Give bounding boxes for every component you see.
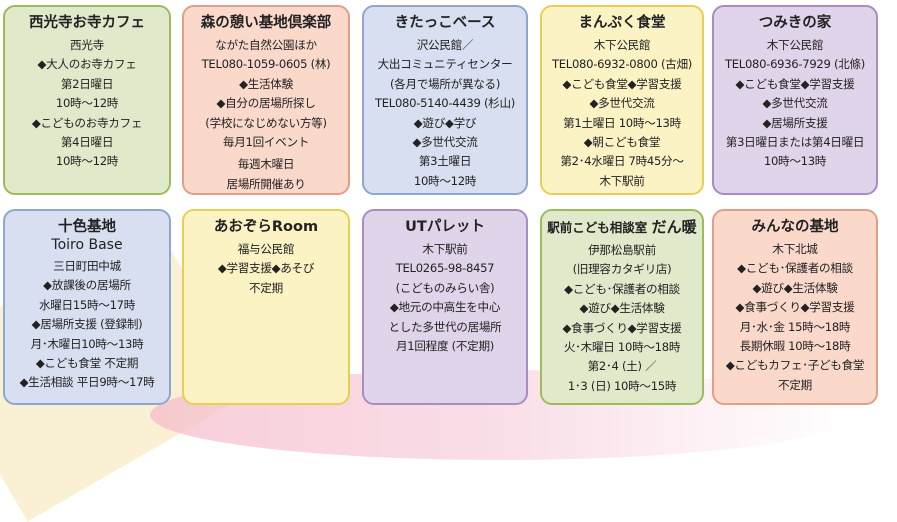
card-info-line: ◆こども食堂◆学習支援 bbox=[562, 76, 682, 91]
card-info-line: ◆学習支援◆あそび bbox=[217, 261, 315, 276]
card-info-line: 伊那松島駅前 bbox=[588, 243, 656, 257]
card-title: 森の憩い基地倶楽部 bbox=[200, 15, 332, 31]
facility-card: つみきの家木下公民館 TEL080-6936-7929 (北條) ◆こども食堂◆学習… bbox=[712, 5, 878, 195]
card-info-line: ◆多世代交流 bbox=[412, 135, 478, 150]
card-title: まんぷく食堂 bbox=[578, 15, 666, 31]
card-title: つみきの家 bbox=[758, 15, 832, 31]
card-info-line: ◆こども･保護者の相談 bbox=[564, 281, 680, 296]
card-info-line: TEL0265-98-8457 bbox=[395, 261, 495, 276]
card-info-line: ◆遊び◆生活体験 bbox=[579, 301, 665, 316]
card-info-line: ◆居場所支援 bbox=[762, 115, 828, 130]
card-info-line: ◆食事づくり◆学習支援 bbox=[562, 320, 682, 335]
card-info-line: 第3日曜日または第4日曜日 bbox=[725, 135, 865, 150]
card-info-line: 10時～12時 bbox=[55, 96, 119, 111]
card-info-line: 第4日曜日 bbox=[60, 135, 114, 150]
card-info-line: 10時～13時 bbox=[763, 154, 827, 169]
card-info-line: (こどものみらい舎) bbox=[395, 280, 495, 295]
card-title: あおぞらRoom bbox=[213, 219, 319, 235]
card-info-line: 月1回程度 (不定期) bbox=[396, 339, 494, 354]
card-info-line: 大出コミュニティセンター bbox=[377, 57, 513, 72]
card-info-line: 長期休暇 10時～18時 bbox=[739, 339, 851, 354]
card-info-line: 第3土曜日 bbox=[418, 154, 472, 169]
card-info-line: 第2･4 (土) ／ bbox=[587, 359, 657, 374]
card-info-line: ◆こどものお寺カフェ bbox=[31, 115, 143, 130]
card-info-line: とした多世代の居場所 bbox=[388, 319, 502, 334]
card-info-line: ◆生活相談 平日9時～17時 bbox=[19, 375, 155, 390]
facility-card: 十色基地 Toiro Base 三日町田中城 ◆放課後の居場所水曜日15時～17時 ◆居… bbox=[3, 209, 171, 405]
card-info-line: 第1土曜日 10時～13時 bbox=[563, 115, 681, 130]
card-info-line: 福与公民館 bbox=[237, 242, 295, 256]
card-info-line: ◆放課後の居場所 bbox=[43, 278, 131, 293]
card-info-line: ◆こども食堂◆学習支援 bbox=[735, 76, 855, 91]
card-info-line: ◆遊び◆学び bbox=[413, 115, 477, 130]
card-info-line: ◆食事づくり◆学習支援 bbox=[735, 300, 855, 315]
card-info-line: 10時～12時 bbox=[55, 154, 119, 169]
card-info-line: 沢公民館／ bbox=[416, 38, 474, 52]
card-info-line: 第2･4水曜日 7時45分～ bbox=[560, 154, 684, 169]
card-info-line: ◆地元の中高生を中心 bbox=[389, 300, 501, 315]
card-info-line: 月･木曜日10時～13時 bbox=[30, 336, 144, 351]
card-info-line: 毎週木曜日 bbox=[237, 157, 295, 172]
card-info-line: TEL080-6932-0800 (古畑) bbox=[552, 57, 692, 72]
facility-card: 森の憩い基地倶楽部ながた自然公園ほか TEL080-1059-0605 (林) ◆生… bbox=[182, 5, 350, 195]
facility-card: きたっこベース沢公民館／ 大出コミュニティセンター (各月で場所が異なる) TEL08… bbox=[362, 5, 528, 195]
card-info-line: 月･水･金 15時～18時 bbox=[739, 319, 851, 334]
card-info-line: 水曜日15時～17時 bbox=[38, 297, 136, 312]
card-info-line: ◆多世代交流 bbox=[762, 96, 828, 111]
card-info-line: 木下北城 bbox=[772, 242, 818, 256]
card-info-line: 居場所開催あり bbox=[226, 176, 306, 191]
card-title: 駅前こども相談室 だん暖 bbox=[542, 217, 702, 238]
card-info-line: (各月で場所が異なる) bbox=[389, 76, 501, 91]
card-info-line: 第2日曜日 bbox=[60, 76, 114, 91]
card-info-line: ◆大人のお寺カフェ bbox=[37, 57, 137, 72]
card-title-prefix: 駅前こども相談室 bbox=[547, 220, 648, 235]
card-info-line: ◆こどもカフェ･子ども食堂 bbox=[725, 358, 865, 373]
card-info-line: ◆朝こども食堂 bbox=[583, 135, 661, 150]
card-info-line: ◆こども･保護者の相談 bbox=[737, 261, 853, 276]
card-subtitle: Toiro Base bbox=[51, 237, 123, 253]
card-info-line: 西光寺 bbox=[70, 38, 104, 52]
card-info-line: ◆こども食堂 不定期 bbox=[35, 356, 139, 371]
card-title: 西光寺お寺カフェ bbox=[29, 15, 145, 31]
card-info-line: 木下駅前 bbox=[599, 173, 645, 188]
card-info-line: 木下公民館 bbox=[593, 38, 651, 52]
card-info-line: ながた自然公園ほか bbox=[215, 38, 317, 52]
card-info-line: 不定期 bbox=[249, 280, 283, 295]
card-info-line: 1･3 (日) 10時～15時 bbox=[567, 378, 677, 393]
card-info-line: 火･木曜日 10時～18時 bbox=[563, 340, 681, 355]
card-info-line: 木下駅前 bbox=[422, 242, 468, 256]
facility-card: まんぷく食堂木下公民館 TEL080-6932-0800 (古畑) ◆こども食堂◆学… bbox=[540, 5, 704, 195]
card-title: 十色基地 bbox=[58, 219, 116, 235]
card-info-line: 10時～12時 bbox=[413, 173, 477, 188]
card-info-line: ◆自分の居場所探し bbox=[216, 96, 316, 111]
facility-card: みんなの基地木下北城 ◆こども･保護者の相談 ◆遊び◆生活体験 ◆食事づくり◆学習支援… bbox=[712, 209, 878, 405]
card-title: みんなの基地 bbox=[751, 219, 839, 235]
card-info-line: ◆居場所支援 (登録制) bbox=[31, 317, 143, 332]
card-info-line: (学校になじめない方等) bbox=[205, 115, 327, 130]
card-info-line: ◆多世代交流 bbox=[589, 96, 655, 111]
card-title-name: だん暖 bbox=[651, 218, 697, 236]
card-info-line: ◆生活体験 bbox=[239, 76, 293, 91]
card-info-line: ◆遊び◆生活体験 bbox=[752, 280, 838, 295]
facility-card: あおぞらRoom 福与公民館 ◆学習支援◆あそび不定期 bbox=[182, 209, 350, 405]
card-info-line: 不定期 bbox=[778, 377, 812, 392]
card-info-line: 木下公民館 bbox=[766, 38, 824, 52]
card-info-line: TEL080-6936-7929 (北條) bbox=[725, 57, 865, 72]
card-info-line: TEL080-5140-4439 (杉山) bbox=[375, 96, 515, 111]
card-info-line: TEL080-1059-0605 (林) bbox=[201, 57, 331, 72]
card-info-line: 三日町田中城 bbox=[53, 259, 121, 273]
card-info-line: (旧理容カタギリ店) bbox=[572, 262, 672, 277]
card-title: きたっこベース bbox=[394, 15, 496, 31]
facility-card: 駅前こども相談室 だん暖伊那松島駅前 (旧理容カタギリ店) ◆こども･保護者の相談 ◆… bbox=[540, 209, 704, 405]
facility-card: UTパレット木下駅前 TEL0265-98-8457 (こどものみらい舎) ◆地元の中… bbox=[362, 209, 528, 405]
card-info-line: 毎月1回イベント bbox=[222, 135, 310, 150]
facility-card: 西光寺お寺カフェ西光寺 ◆大人のお寺カフェ第2日曜日 10時～12時 ◆こどものお寺カ… bbox=[3, 5, 171, 195]
card-title: UTパレット bbox=[405, 219, 485, 235]
